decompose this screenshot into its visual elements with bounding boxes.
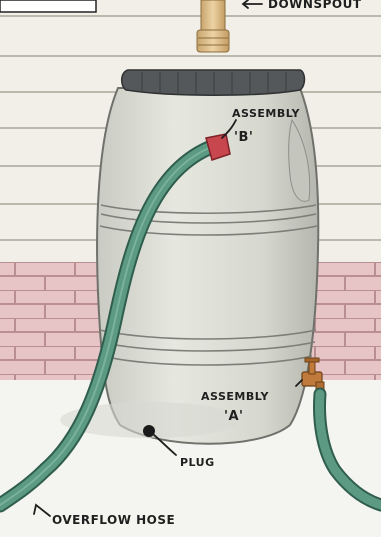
overflow-hose-label: OVERFLOW HOSE: [52, 513, 175, 527]
assembly-b-label-line2: 'B': [234, 130, 253, 145]
barrel-lid: [122, 70, 305, 95]
assembly-a-label-line1: ASSEMBLY: [201, 390, 270, 403]
downspout: [197, 0, 229, 52]
plug-label: PLUG: [180, 456, 215, 469]
assembly-b-label-line1: ASSEMBLY: [232, 107, 301, 120]
downspout-label: DOWNSPOUT: [268, 0, 362, 11]
assembly-a-label-line2: 'A': [224, 409, 244, 424]
corner-frame: [0, 0, 96, 12]
